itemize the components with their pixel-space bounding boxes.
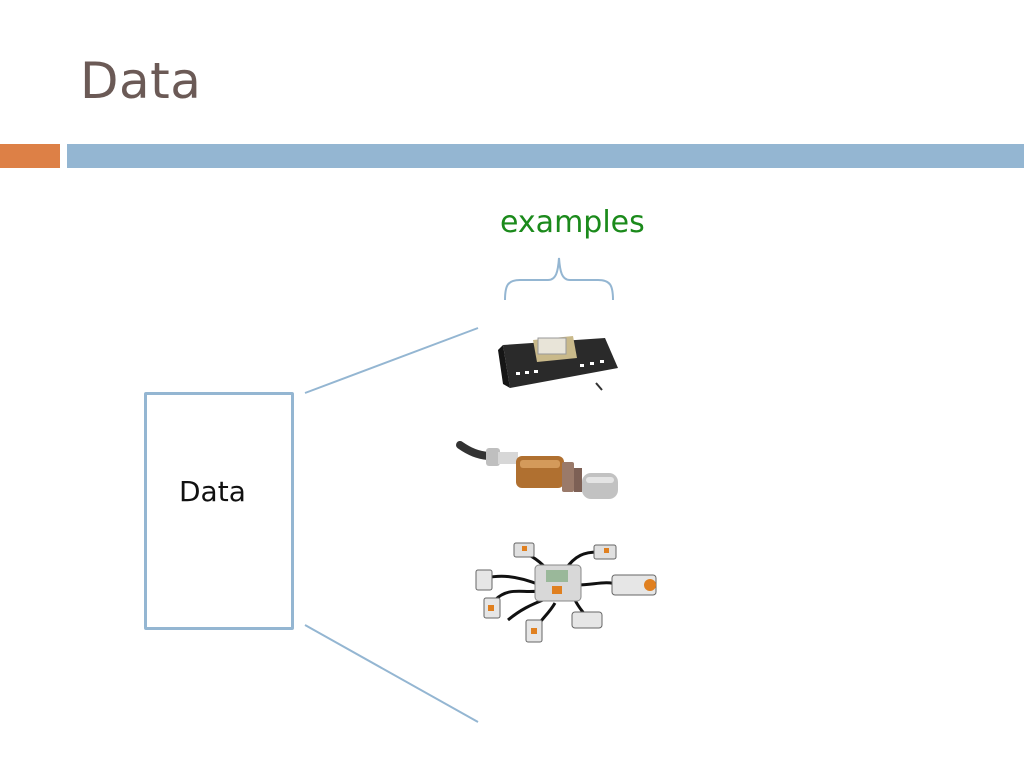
accent-bar-orange [0,144,60,168]
data-box: Data [144,392,294,630]
data-box-label: Data [179,475,246,508]
slide-title: Data [80,52,202,110]
oxygen-sensor-icon [456,441,618,499]
connector-line-bottom [304,624,479,723]
examples-brace [504,257,614,301]
robot-kit-sensors-icon [475,542,657,643]
examples-label: examples [500,205,645,240]
connector-line-top [304,327,479,394]
accent-bar-blue [67,144,1024,168]
sensor-board-icon [498,336,618,391]
